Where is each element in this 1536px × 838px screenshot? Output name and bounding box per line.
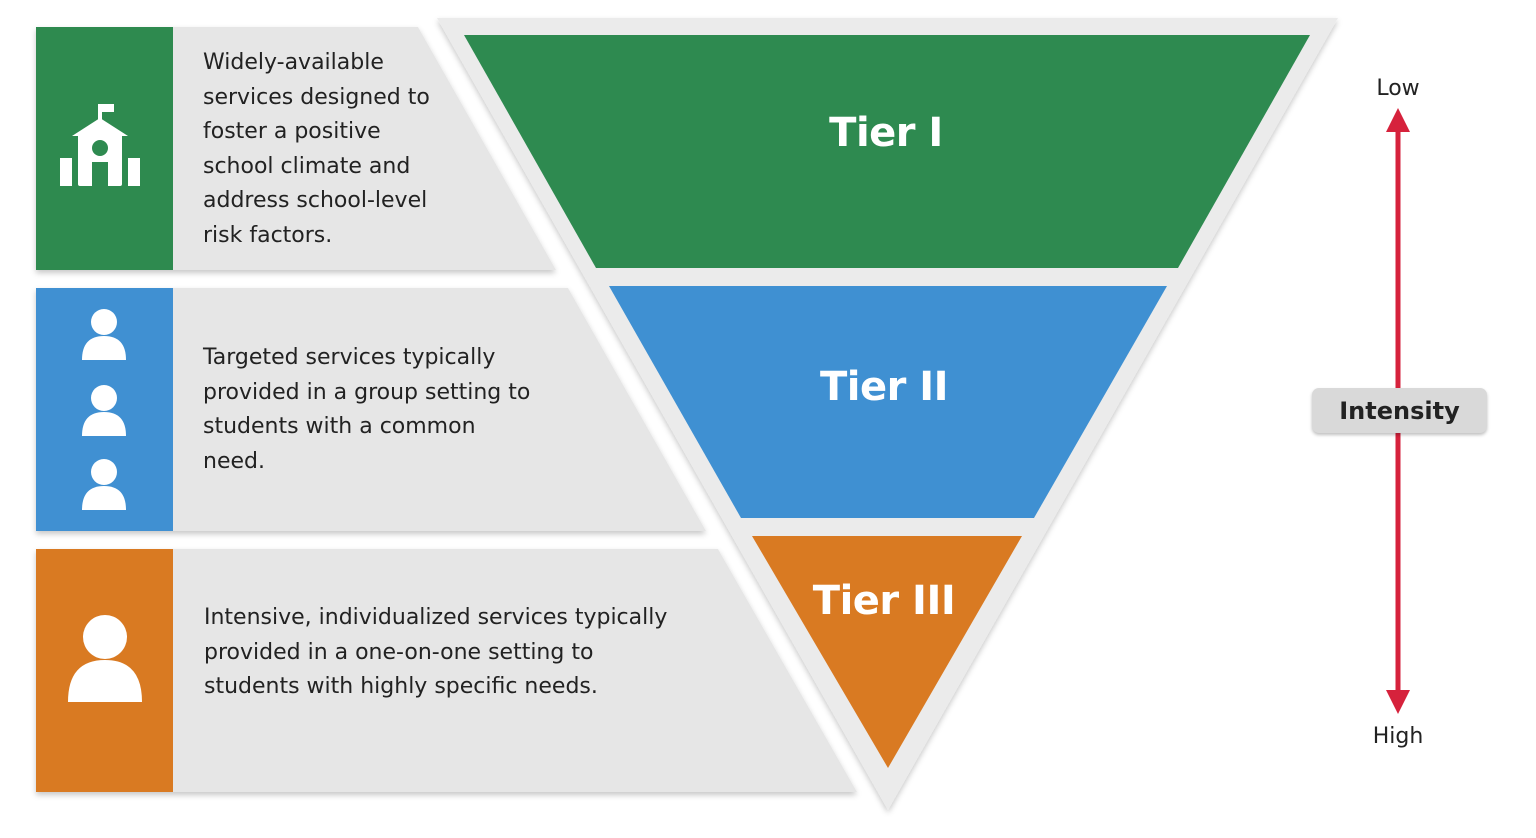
single-person-icon — [68, 615, 142, 702]
school-building-icon — [60, 104, 140, 186]
intensity-badge: Intensity — [1312, 388, 1487, 433]
tier-1-band — [464, 35, 1310, 268]
tier-3-description: Intensive, individualized services typic… — [204, 605, 668, 699]
scale-high-label: High — [1372, 724, 1424, 749]
scale-low-label: Low — [1376, 76, 1420, 101]
tier-2-label: Tier II — [819, 364, 949, 410]
arrow-up-head — [1386, 108, 1410, 132]
tier-1-description: Widely-available services designed to fo… — [203, 50, 430, 248]
tier-2-band — [609, 286, 1167, 518]
tier-3-label: Tier III — [812, 578, 956, 624]
tier-3-band — [752, 536, 1022, 768]
tier-2-panel — [36, 288, 706, 531]
tier-1-label: Tier I — [829, 110, 943, 156]
group-of-people-icon — [82, 309, 126, 510]
tier-2-description: Targeted services typically provided in … — [203, 345, 531, 474]
arrow-down-head — [1386, 690, 1410, 714]
